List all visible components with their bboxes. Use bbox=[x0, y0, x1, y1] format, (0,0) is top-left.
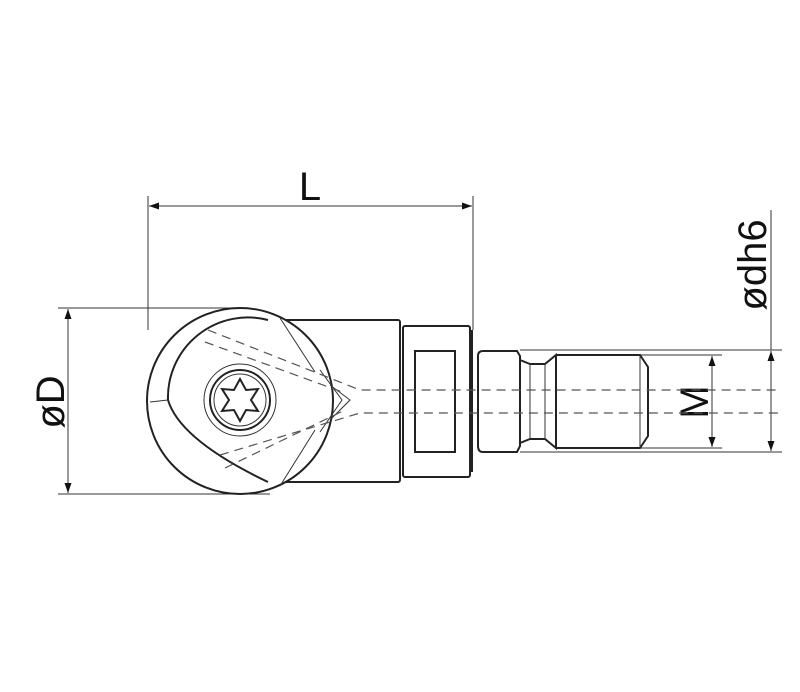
dimension-length: L bbox=[147, 165, 474, 330]
dimension-thread: M bbox=[640, 354, 722, 449]
dimension-head-diameter: øD bbox=[29, 307, 270, 495]
label-head-diameter: øD bbox=[29, 375, 73, 428]
label-shank-diameter: ødh6 bbox=[731, 219, 775, 310]
tool-body bbox=[146, 307, 649, 495]
label-length: L bbox=[299, 165, 321, 209]
hidden-lines bbox=[204, 329, 780, 469]
dimension-shank-diameter: ødh6 bbox=[520, 210, 782, 453]
torx-screw-icon bbox=[203, 363, 277, 437]
